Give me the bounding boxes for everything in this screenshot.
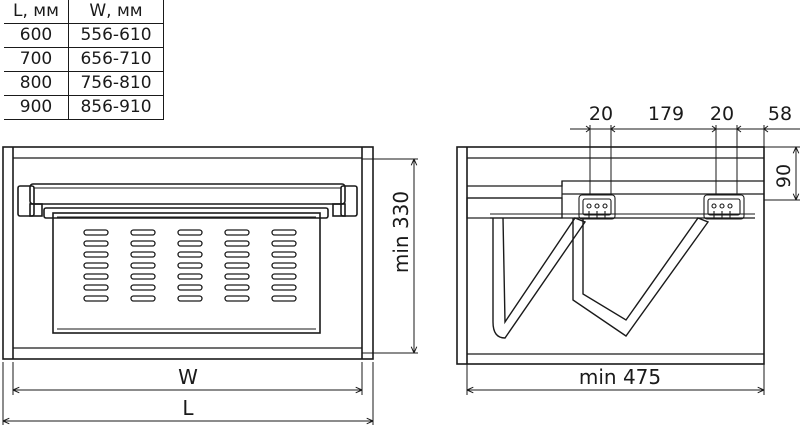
vent-slot bbox=[130, 295, 156, 302]
basket-side-right bbox=[572, 217, 710, 337]
top-rail bbox=[29, 183, 346, 205]
basket-side-left bbox=[492, 217, 587, 339]
cabinet-outline bbox=[2, 146, 374, 360]
vent-slot bbox=[177, 229, 203, 236]
basket-panel bbox=[52, 212, 321, 334]
vent-slot bbox=[177, 262, 203, 269]
w-label: W bbox=[178, 365, 198, 389]
dim-label-20b: 20 bbox=[710, 103, 734, 125]
vent-slot bbox=[224, 251, 250, 258]
front-height-label: min 330 bbox=[389, 191, 413, 273]
rail-bracket-left bbox=[17, 185, 35, 217]
vent-slot bbox=[83, 273, 109, 280]
vent-slot bbox=[83, 240, 109, 247]
side-rail bbox=[467, 180, 764, 187]
cell-w: 656-710 bbox=[68, 47, 164, 72]
vent-slot bbox=[224, 229, 250, 236]
size-table: L, мм W, мм 600 556-610 700 656-710 800 … bbox=[4, 0, 164, 120]
vent-slot bbox=[83, 262, 109, 269]
ventilation-slots bbox=[83, 229, 297, 302]
l-label: L bbox=[182, 396, 194, 420]
bracket-right bbox=[703, 194, 745, 220]
vent-slot bbox=[130, 229, 156, 236]
vent-slot bbox=[271, 229, 297, 236]
vent-slot bbox=[271, 251, 297, 258]
cell-l: 700 bbox=[4, 47, 69, 72]
dim-label-58: 58 bbox=[768, 103, 792, 125]
vent-slot bbox=[177, 295, 203, 302]
vent-slot bbox=[177, 273, 203, 280]
cell-l: 900 bbox=[4, 95, 69, 120]
vent-slot bbox=[177, 284, 203, 291]
table-row: 700 656-710 bbox=[4, 47, 164, 72]
front-view bbox=[2, 146, 374, 360]
vent-slot bbox=[83, 295, 109, 302]
cell-w: 856-910 bbox=[68, 95, 164, 120]
table-row: 900 856-910 bbox=[4, 95, 164, 120]
table-row: 600 556-610 bbox=[4, 23, 164, 48]
vent-slot bbox=[271, 262, 297, 269]
vent-slot bbox=[224, 240, 250, 247]
side-height-label: 90 bbox=[773, 164, 795, 188]
rail-bracket-right bbox=[340, 185, 358, 217]
vent-slot bbox=[271, 273, 297, 280]
vent-slot bbox=[271, 284, 297, 291]
vent-slot bbox=[83, 251, 109, 258]
vent-slot bbox=[271, 295, 297, 302]
vent-slot bbox=[130, 251, 156, 258]
vent-slot bbox=[130, 262, 156, 269]
vent-slot bbox=[83, 284, 109, 291]
vent-slot bbox=[224, 262, 250, 269]
vent-slot bbox=[130, 240, 156, 247]
table-row: 800 756-810 bbox=[4, 71, 164, 96]
vent-slot bbox=[271, 240, 297, 247]
vent-slot bbox=[224, 284, 250, 291]
vent-slot bbox=[224, 273, 250, 280]
depth-label: min 475 bbox=[579, 365, 661, 389]
vent-slot bbox=[224, 295, 250, 302]
bracket-left bbox=[578, 194, 616, 220]
vent-slot bbox=[83, 229, 109, 236]
cell-w: 756-810 bbox=[68, 71, 164, 96]
header-cell-l: L, мм bbox=[4, 0, 69, 24]
vent-slot bbox=[130, 284, 156, 291]
vent-slot bbox=[177, 251, 203, 258]
vent-slot bbox=[177, 240, 203, 247]
vent-slot bbox=[130, 273, 156, 280]
dim-label-179: 179 bbox=[648, 103, 684, 125]
cell-l: 600 bbox=[4, 23, 69, 48]
dim-label-20a: 20 bbox=[589, 103, 613, 125]
